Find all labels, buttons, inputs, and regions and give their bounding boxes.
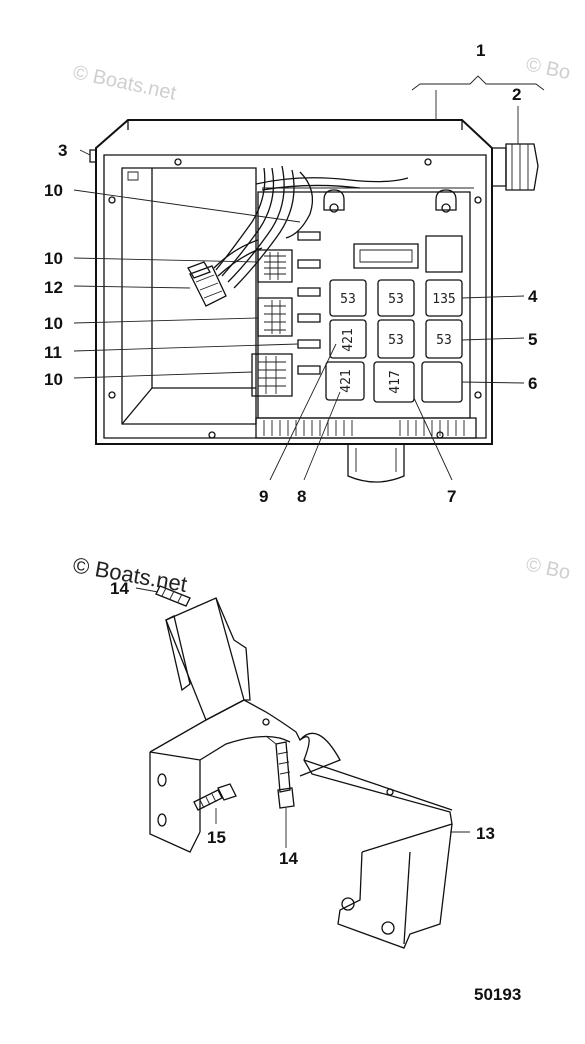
watermark-bottom-left: © Boats.net xyxy=(71,552,189,597)
callout-9: 9 xyxy=(259,487,268,506)
relay-r5-label: 53 xyxy=(388,333,404,348)
watermark-top-right: © Bo xyxy=(524,53,572,84)
diagram-part-number: 50193 xyxy=(474,985,521,1004)
electrical-box: 53 53 135 421 53 53 421 417 xyxy=(89,119,539,483)
callout-13: 13 xyxy=(476,824,495,843)
relay-r4: 421 xyxy=(329,319,367,359)
relay-r8-label: 417 xyxy=(388,370,403,393)
relay-r6: 53 xyxy=(425,319,463,359)
callout-6: 6 xyxy=(528,374,537,393)
callout-1: 1 xyxy=(476,41,485,60)
relay-r8: 417 xyxy=(373,361,415,403)
relay-r1-label: 53 xyxy=(340,292,356,307)
callout-8: 8 xyxy=(297,487,306,506)
relay-r3: 135 xyxy=(425,279,463,317)
relay-r7: 421 xyxy=(325,361,365,401)
callout-14-a: 14 xyxy=(110,579,129,598)
callout-10-a: 10 xyxy=(44,181,63,200)
callout-7: 7 xyxy=(447,487,456,506)
relay-r4-label: 421 xyxy=(341,328,356,351)
relay-r2-label: 53 xyxy=(388,292,404,307)
callout-15: 15 xyxy=(207,828,226,847)
leader-lines xyxy=(73,75,545,848)
relay-r2: 53 xyxy=(377,279,415,317)
relay-blank xyxy=(421,361,463,403)
callout-11: 11 xyxy=(44,343,62,362)
relay-r1: 53 xyxy=(329,279,367,317)
callout-10-c: 10 xyxy=(44,314,63,333)
callout-10-d: 10 xyxy=(44,370,63,389)
callout-10-b: 10 xyxy=(44,249,63,268)
callout-14-b: 14 xyxy=(279,849,298,868)
relay-r6-label: 53 xyxy=(436,333,452,348)
callout-3: 3 xyxy=(58,141,67,160)
relay-r3-label: 135 xyxy=(432,292,455,307)
watermark-top-left: © Boats.net xyxy=(71,61,179,104)
callout-2: 2 xyxy=(512,85,521,104)
watermark-mid-right: © Bo xyxy=(524,553,572,584)
relay-r7-label: 421 xyxy=(339,369,354,392)
relay-r5: 53 xyxy=(377,319,415,359)
callout-4: 4 xyxy=(528,287,538,306)
callout-12: 12 xyxy=(44,278,63,297)
mounting-bracket xyxy=(149,585,453,949)
callout-5: 5 xyxy=(528,330,537,349)
